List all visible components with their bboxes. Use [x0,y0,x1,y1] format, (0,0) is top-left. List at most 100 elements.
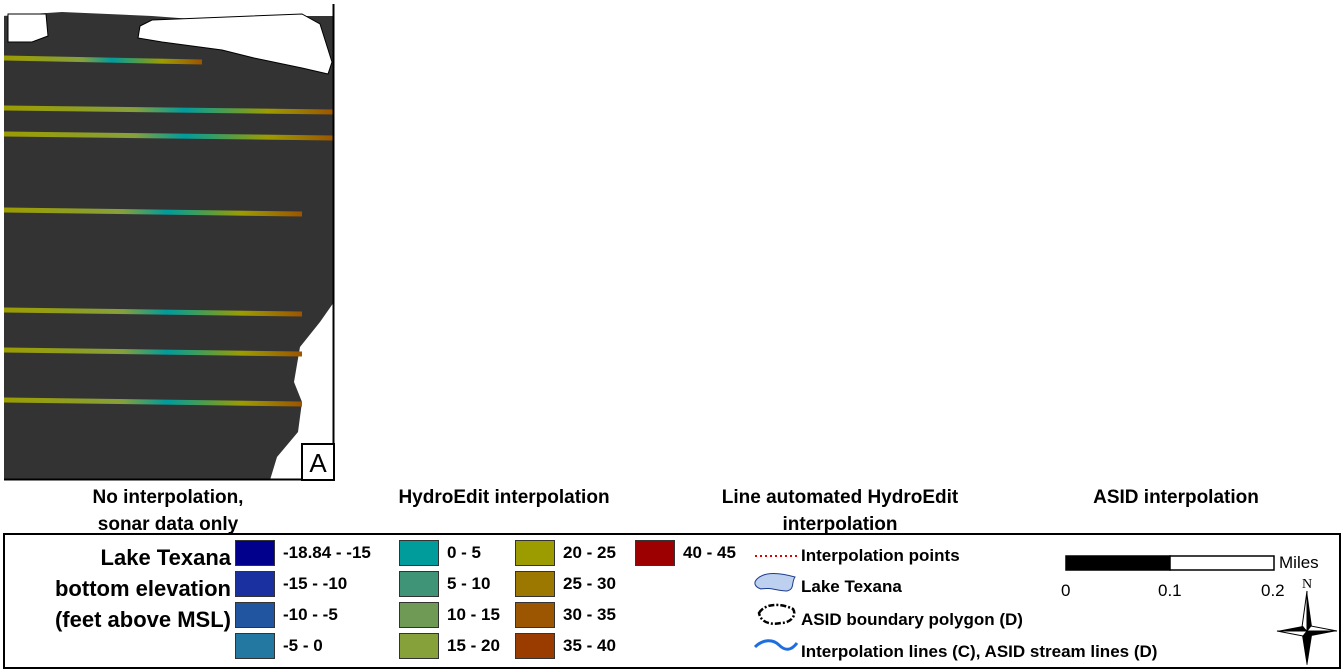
interpolation-points [338,298,658,300]
legend: Lake Texana bottom elevation (feet above… [3,533,1341,669]
interpolation-points [674,181,1004,182]
sonar-transect [338,208,670,216]
interpolation-points [338,102,658,104]
interpolation-points [338,123,658,125]
sonar-transect [1010,308,1342,316]
caption-panel-b: HydroEdit interpolation [398,487,610,508]
sonar-transect [4,207,303,217]
sonar-transect [1010,56,1342,64]
interpolation-points [674,244,1004,245]
lake-water-gap [558,102,628,282]
top-bank [1010,2,1342,22]
dash-dot-polygon-icon [757,603,796,625]
interpolation-points [674,90,1004,91]
interpolation-points [674,69,1004,70]
interpolation-points [338,277,658,279]
interpolation-points [674,314,1004,315]
sonar-transect [1010,106,1342,114]
interpolation-points [338,116,658,118]
interpolation-points [338,375,631,377]
interpolation-points [1010,2,1342,480]
panel-letter-box [638,444,670,480]
caption-panel-c: Line automated HydroEdit interpolation [721,487,959,535]
interpolation-points [338,333,658,335]
interpolation-points [674,125,1004,126]
legend-swatch [515,540,555,566]
map-panel-a: A [4,4,335,481]
legend-swatch [399,602,439,628]
legend-class-label: 10 - 15 [447,605,500,624]
interpolation-points [338,424,622,426]
right-bank [942,2,1006,480]
interpolation-points [674,216,1004,217]
panel-letter: C [981,448,1000,478]
interpolation-points [674,370,968,371]
interpolation-points [674,118,1004,119]
lake-water-gap [718,102,744,202]
interpolation-line [804,6,806,62]
interpolation-points [674,111,1004,112]
interpolation-points [674,454,952,455]
interpolation-points [338,438,619,440]
right-bank [606,2,670,480]
panel-letter: A [309,448,327,478]
legend-class-label: 25 - 30 [563,574,616,593]
legend-swatch [235,540,275,566]
interpolation-points [338,207,658,209]
interpolation-points [338,228,658,230]
sonar-transect [674,56,1006,64]
interpolation-points [674,328,1004,329]
interpolation-points [338,389,629,391]
interpolation-points [674,97,1004,98]
interpolation-points [674,398,963,399]
legend-class-label: -18.84 - -15 [283,543,371,562]
legend-swatch [399,571,439,597]
legend-class-label: 35 - 40 [563,636,616,655]
interpolation-points [338,361,634,363]
island [344,14,384,42]
interpolation-points [674,153,1004,154]
interpolation-points [674,62,1004,63]
sonar-transect [338,106,670,114]
sonar-transect [338,348,670,356]
island [810,14,1004,74]
asid-boundary [1010,148,1159,480]
scale-bar [1065,555,1275,571]
legend-class-label: -5 - 0 [283,636,323,655]
interpolation-points [338,445,617,447]
map-panel-b: B [338,2,670,480]
legend-label-lake-texana: Lake Texana [801,577,902,596]
scale-bar-black-segment [1065,555,1171,571]
interpolation-points [558,193,664,216]
interpolation-points [674,321,1004,322]
interpolation-points [674,139,1004,140]
interpolation-points [674,83,1004,84]
sonar-transect [674,132,1006,140]
interpolation-points [674,293,1004,294]
right-bank [1278,2,1342,480]
no-data-area [4,4,334,480]
interpolation-points [674,174,1004,175]
legend-swatch [235,571,275,597]
panel-frame [1011,3,1342,480]
sonar-transect [4,55,203,65]
interpolation-points [338,312,658,314]
scale-tick-1: 0.1 [1158,581,1182,600]
interpolation-line [674,226,758,336]
interpolation-points [338,144,658,146]
asid-red-zone [1010,148,1159,480]
interpolation-points [338,284,658,286]
interpolation-points [338,417,623,419]
legend-swatch [515,633,555,659]
legend-class-label: 5 - 10 [447,574,491,593]
scale-unit: Miles [1279,553,1319,572]
sonar-transect [674,398,1006,406]
interpolation-points [338,452,616,454]
interpolation-points [674,440,954,441]
north-arrow-icon: N [1276,577,1338,665]
interpolation-points [674,349,973,350]
interpolation-points [674,391,964,392]
interpolation-points [338,326,658,328]
sonar-transect [674,434,1006,442]
